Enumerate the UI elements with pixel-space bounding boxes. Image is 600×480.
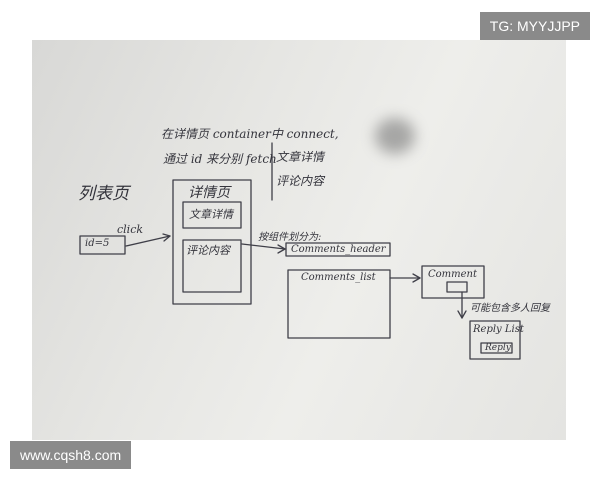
detail-page-box xyxy=(172,179,252,305)
reply-box xyxy=(480,342,513,354)
comment-content-box xyxy=(182,239,242,293)
list-page-label: 列表页 xyxy=(78,184,129,204)
split-arrow xyxy=(241,243,286,250)
split-arrowhead xyxy=(277,244,286,254)
id-box xyxy=(79,235,126,255)
detail-note-line1: 在详情页 container中 connect, xyxy=(161,127,339,141)
comments-list-box xyxy=(287,269,391,339)
click-arrow xyxy=(125,235,171,247)
detail-article-label: 文章详情 xyxy=(189,208,233,221)
article-detail-label: 文章详情 xyxy=(276,150,325,164)
comments-header-label: Comments_header xyxy=(291,244,386,255)
click-arrowhead xyxy=(162,233,171,242)
detail-note-line2: 通过 id 来分别 fetch xyxy=(163,152,277,166)
comment-inner-box xyxy=(446,281,468,293)
comment-box xyxy=(421,265,485,299)
reply-note-label: 可能包含多人回复 xyxy=(470,303,550,314)
detail-page-label: 详情页 xyxy=(188,185,230,201)
blurred-smudge xyxy=(375,118,415,154)
click-label: click xyxy=(117,223,144,236)
comment-label: Comment xyxy=(428,269,478,280)
detail-comments-label: 评论内容 xyxy=(186,244,230,257)
reply-arrowhead xyxy=(457,310,467,319)
id-box-label: id=5 xyxy=(85,238,110,249)
comments-header-box xyxy=(285,242,391,257)
comment-arrowhead xyxy=(412,273,421,283)
reply-list-box xyxy=(469,320,521,360)
comments-list-label: Comments_list xyxy=(301,272,376,283)
watermark-top-right: TG: MYYJJPP xyxy=(479,12,590,40)
paper-sheet xyxy=(32,40,566,440)
reply-label: Reply xyxy=(485,343,511,353)
split-note-label: 按组件划分为: xyxy=(258,232,322,243)
comment-content-label: 评论内容 xyxy=(276,174,325,188)
reply-list-label: Reply List xyxy=(473,324,524,335)
watermark-bottom-left: www.cqsh8.com xyxy=(10,441,132,469)
article-detail-box xyxy=(182,201,242,229)
